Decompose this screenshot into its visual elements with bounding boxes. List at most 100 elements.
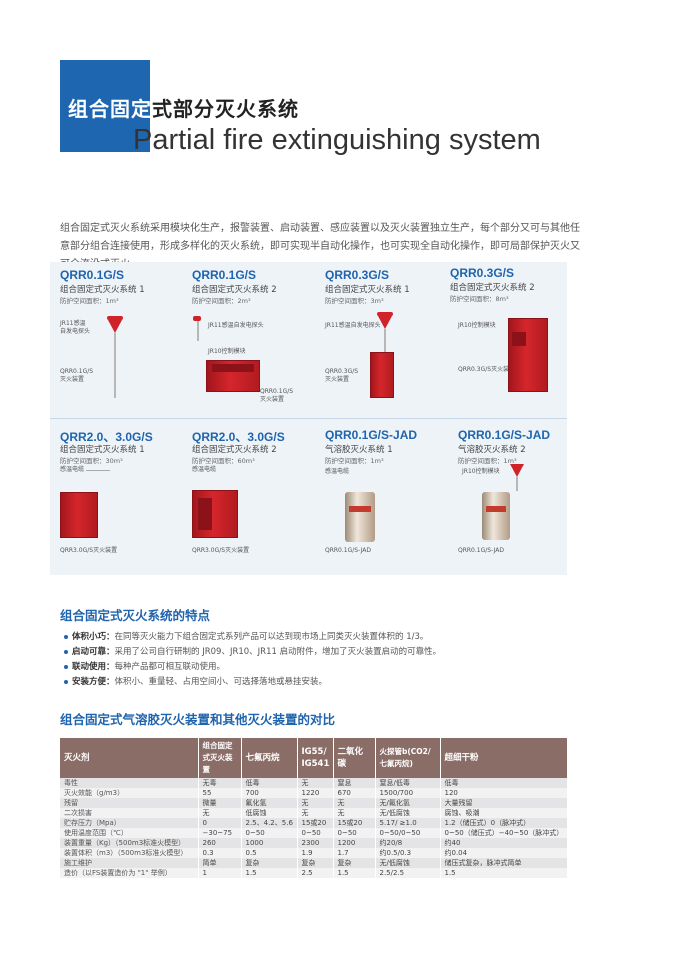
page-title-english: Partial fire extinguishing system xyxy=(133,124,541,156)
row-header-cell: 施工维护 xyxy=(60,858,199,868)
component-label: QRR0.3G/S 灭火装置 xyxy=(325,368,359,383)
table-cell: 无/氟化氢 xyxy=(375,798,441,808)
table-cell: 0.3 xyxy=(198,848,242,858)
row-header-cell: 灭火效能（g/m3） xyxy=(60,788,199,798)
table-cell: 0~50 xyxy=(333,828,376,838)
detector-cap-icon xyxy=(107,316,123,320)
component-label: QRR0.1G/S-JAD xyxy=(325,547,371,554)
detector-icon xyxy=(108,320,122,333)
table-cell: 复杂 xyxy=(333,858,376,868)
table-row: 残留微量氟化氢无无无/氟化氢大量残留 xyxy=(60,798,568,808)
feature-key: 联动使用： xyxy=(72,662,115,672)
feature-item: 安装方便：体积小、重量轻、占用空间小、可选择落地或悬挂安装。 xyxy=(64,675,327,687)
table-cell: 无 xyxy=(297,808,334,818)
table-cell: 1500/700 xyxy=(375,788,441,798)
table-row: 毒性无毒低毒无窒息窒息/低毒低毒 xyxy=(60,778,568,788)
feature-item: 启动可靠：采用了公司自行研制的 JR09、JR10、JR11 启动附件，增加了灭… xyxy=(64,645,441,657)
product-area: 防护空间面积：1m³ xyxy=(458,457,517,465)
table-cell: 复杂 xyxy=(241,858,298,868)
product-card: QRR0.1G/S-JAD 气溶胶灭火系统 2 防护空间面积：1m³ JR10控… xyxy=(458,428,588,578)
canister-band xyxy=(349,506,371,512)
row-header-cell: 二次损害 xyxy=(60,808,199,818)
row-header-cell: 造价（以FS装置造价为 "1" 举例） xyxy=(60,868,199,878)
component-label: JR10控制模块 xyxy=(462,468,500,475)
table-cell: 1.7 xyxy=(333,848,376,858)
product-name: 组合固定式灭火系统 2 xyxy=(450,283,535,293)
component-label: JR11感温自发电探头 xyxy=(325,322,381,329)
table-cell: 无 xyxy=(297,798,334,808)
table-cell: 约40 xyxy=(440,838,568,848)
table-cell: 大量残留 xyxy=(440,798,568,808)
table-cell: 0~50（储压式）−40~50（脉冲式） xyxy=(440,828,568,838)
table-cell: 2.5/2.5 xyxy=(375,868,441,878)
bullet-icon xyxy=(64,649,68,654)
bullet-icon xyxy=(64,634,68,639)
page-title-highlight: 组合固定 xyxy=(68,97,152,121)
product-name: 组合固定式灭火系统 2 xyxy=(192,285,277,295)
product-model: QRR0.1G/S-JAD xyxy=(325,428,418,442)
component-label: JR10控制模块 xyxy=(458,322,496,329)
component-label: JR10控制模块 xyxy=(208,348,246,355)
product-name: 气溶胶灭火系统 2 xyxy=(458,445,526,455)
feature-text: 在同等灭火能力下组合固定式系列产品可以达到现市场上同类灭火装置体积的 1/3。 xyxy=(114,632,429,642)
canister-band xyxy=(486,506,506,512)
row-header-cell: 贮存压力（Mpa） xyxy=(60,818,199,828)
table-cell: 低腐蚀 xyxy=(241,808,298,818)
product-model: QRR0.3G/S xyxy=(450,266,515,280)
table-cell: 670 xyxy=(333,788,376,798)
row-header-cell: 毒性 xyxy=(60,778,199,788)
table-cell: 约20/8 xyxy=(375,838,441,848)
product-model: QRR2.0、3.0G/S xyxy=(60,430,153,444)
product-area: 防护空间面积：30m³ xyxy=(60,457,123,465)
extinguisher-unit-icon xyxy=(508,318,548,392)
table-cell: 约0.5/0.3 xyxy=(375,848,441,858)
table-cell: 无 xyxy=(198,808,242,818)
bullet-icon xyxy=(64,679,68,684)
row-header-cell: 装置重量（Kg）（500m3标准火模型） xyxy=(60,838,199,848)
table-cell: 15或20 xyxy=(333,818,376,828)
table-cell: 低毒 xyxy=(241,778,298,788)
component-label: QRR3.0G/S灭火装置 xyxy=(60,547,118,554)
table-cell: 无 xyxy=(333,808,376,818)
component-label: QRR0.1G/S-JAD xyxy=(458,547,504,554)
stand-pole xyxy=(197,321,199,341)
product-model: QRR0.3G/S xyxy=(325,268,390,282)
feature-item: 体积小巧：在同等灭火能力下组合固定式系列产品可以达到现市场上同类灭火装置体积的 … xyxy=(64,630,428,642)
product-model: QRR0.1G/S-JAD xyxy=(458,428,551,442)
product-area: 防护空间面积：3m³ xyxy=(325,297,384,305)
table-cell: 氟化氢 xyxy=(241,798,298,808)
table-cell: 1220 xyxy=(297,788,334,798)
comparison-heading: 组合固定式气溶胶灭火装置和其他灭火装置的对比 xyxy=(60,712,336,727)
component-label: QRR0.1G/S 灭火装置 xyxy=(260,388,294,403)
product-card: QRR0.1G/S 组合固定式灭火系统 2 防护空间面积：2m³ JR11感温自… xyxy=(192,268,322,418)
table-row: 二次损害无低腐蚀无无无/低腐蚀腐蚀、吸潮 xyxy=(60,808,568,818)
component-label: QRR0.3G/S灭火装置 xyxy=(458,366,516,373)
row-header-cell: 装置体积（m3）（500m3标准火模型） xyxy=(60,848,199,858)
product-card: QRR0.1G/S 组合固定式灭火系统 1 防护空间面积：1m³ JR11感温 … xyxy=(60,268,190,418)
component-label: QRR0.1G/S 灭火装置 xyxy=(60,368,94,383)
detector-icon xyxy=(378,316,392,329)
cable-line xyxy=(86,470,110,471)
feature-text: 采用了公司自行研制的 JR09、JR10、JR11 启动附件，增加了灭火装置启动… xyxy=(114,647,442,657)
component-label: 感温电缆 xyxy=(192,466,217,473)
table-cell: −30~75 xyxy=(198,828,242,838)
product-area: 防护空间面积：2m³ xyxy=(192,297,251,305)
product-name: 组合固定式灭火系统 1 xyxy=(60,285,145,295)
table-cell: 5.17/ ≥1.0 xyxy=(375,818,441,828)
feature-text: 每种产品都可相互联动使用。 xyxy=(114,662,226,672)
table-cell: 无毒 xyxy=(198,778,242,788)
table-cell: 储压式复杂，脉冲式简单 xyxy=(440,858,568,868)
table-cell: 1.5 xyxy=(440,868,568,878)
table-cell: 无/低腐蚀 xyxy=(375,858,441,868)
component-label: QRR3.0G/S灭火装置 xyxy=(192,547,250,554)
table-cell: 0~50/0~50 xyxy=(375,828,441,838)
row-header-cell: 使用温度范围（℃） xyxy=(60,828,199,838)
table-cell: 1.9 xyxy=(297,848,334,858)
product-model: QRR0.1G/S xyxy=(60,268,125,282)
control-module-icon xyxy=(512,332,526,346)
table-cell: 无 xyxy=(297,778,334,788)
table-cell: 2.5 xyxy=(297,868,334,878)
feature-key: 体积小巧： xyxy=(72,632,115,642)
